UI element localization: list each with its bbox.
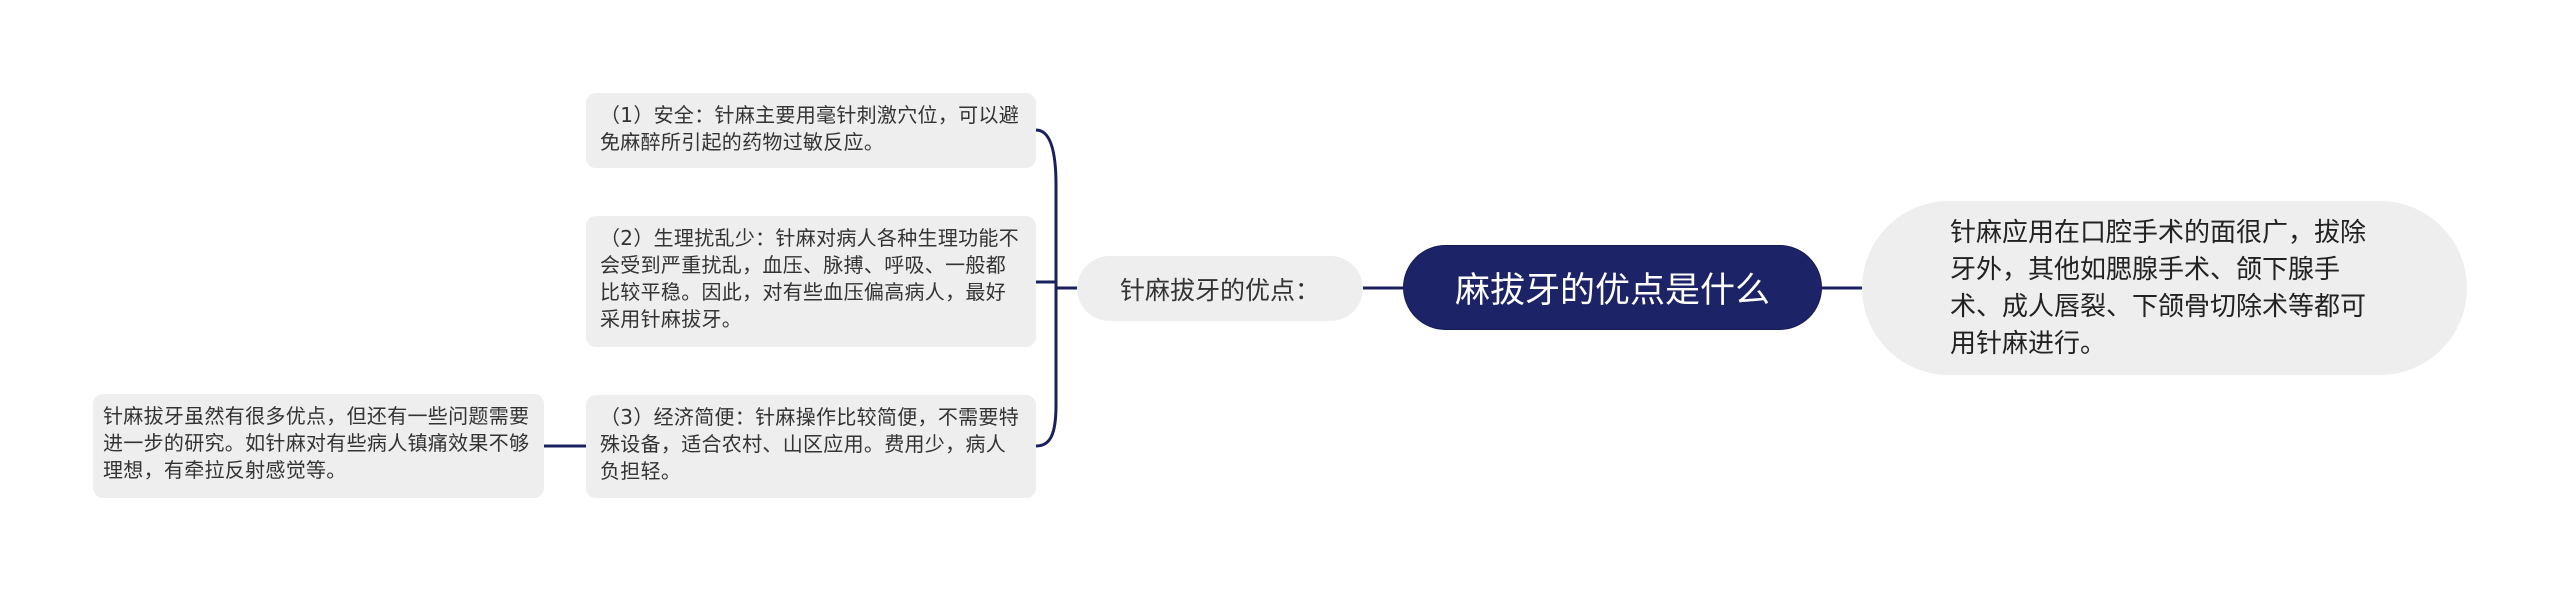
connector-bracket — [1035, 128, 1058, 448]
central-topic-node[interactable]: 麻拔牙的优点是什么 — [1403, 245, 1822, 330]
branch-label: 针麻拔牙的优点： — [1119, 275, 1320, 305]
branch-node-advantages[interactable]: 针麻拔牙的优点： — [1077, 256, 1363, 321]
note-text: 针麻拔牙虽然有很多优点，但还有一些问题需要进一步的研究。如针麻对有些病人镇痛效果… — [103, 404, 530, 482]
central-topic-label: 麻拔牙的优点是什么 — [1454, 271, 1770, 311]
advantage-node-3[interactable]: （3）经济简便：针麻操作比较简便，不需要特殊设备，适合农村、山区应用。费用少，病… — [586, 395, 1036, 498]
advantage-node-1[interactable]: （1）安全：针麻主要用毫针刺激穴位，可以避免麻醉所引起的药物过敏反应。 — [586, 93, 1036, 168]
advantage-text-3: （3）经济简便：针麻操作比较简便，不需要特殊设备，适合农村、山区应用。费用少，病… — [600, 405, 1020, 483]
advantage-text-2: （2）生理扰乱少：针麻对病人各种生理功能不会受到严重扰乱，血压、脉搏、呼吸、一般… — [600, 226, 1020, 331]
application-node[interactable]: 针麻应用在口腔手术的面很广，拔除牙外，其他如腮腺手术、颌下腺手术、成人唇裂、下颌… — [1862, 201, 2467, 375]
advantage-node-2[interactable]: （2）生理扰乱少：针麻对病人各种生理功能不会受到严重扰乱，血压、脉搏、呼吸、一般… — [586, 216, 1036, 347]
note-node[interactable]: 针麻拔牙虽然有很多优点，但还有一些问题需要进一步的研究。如针麻对有些病人镇痛效果… — [93, 394, 544, 498]
application-text: 针麻应用在口腔手术的面很广，拔除牙外，其他如腮腺手术、颌下腺手术、成人唇裂、下颌… — [1950, 218, 2367, 359]
advantage-text-1: （1）安全：针麻主要用毫针刺激穴位，可以避免麻醉所引起的药物过敏反应。 — [600, 103, 1020, 154]
